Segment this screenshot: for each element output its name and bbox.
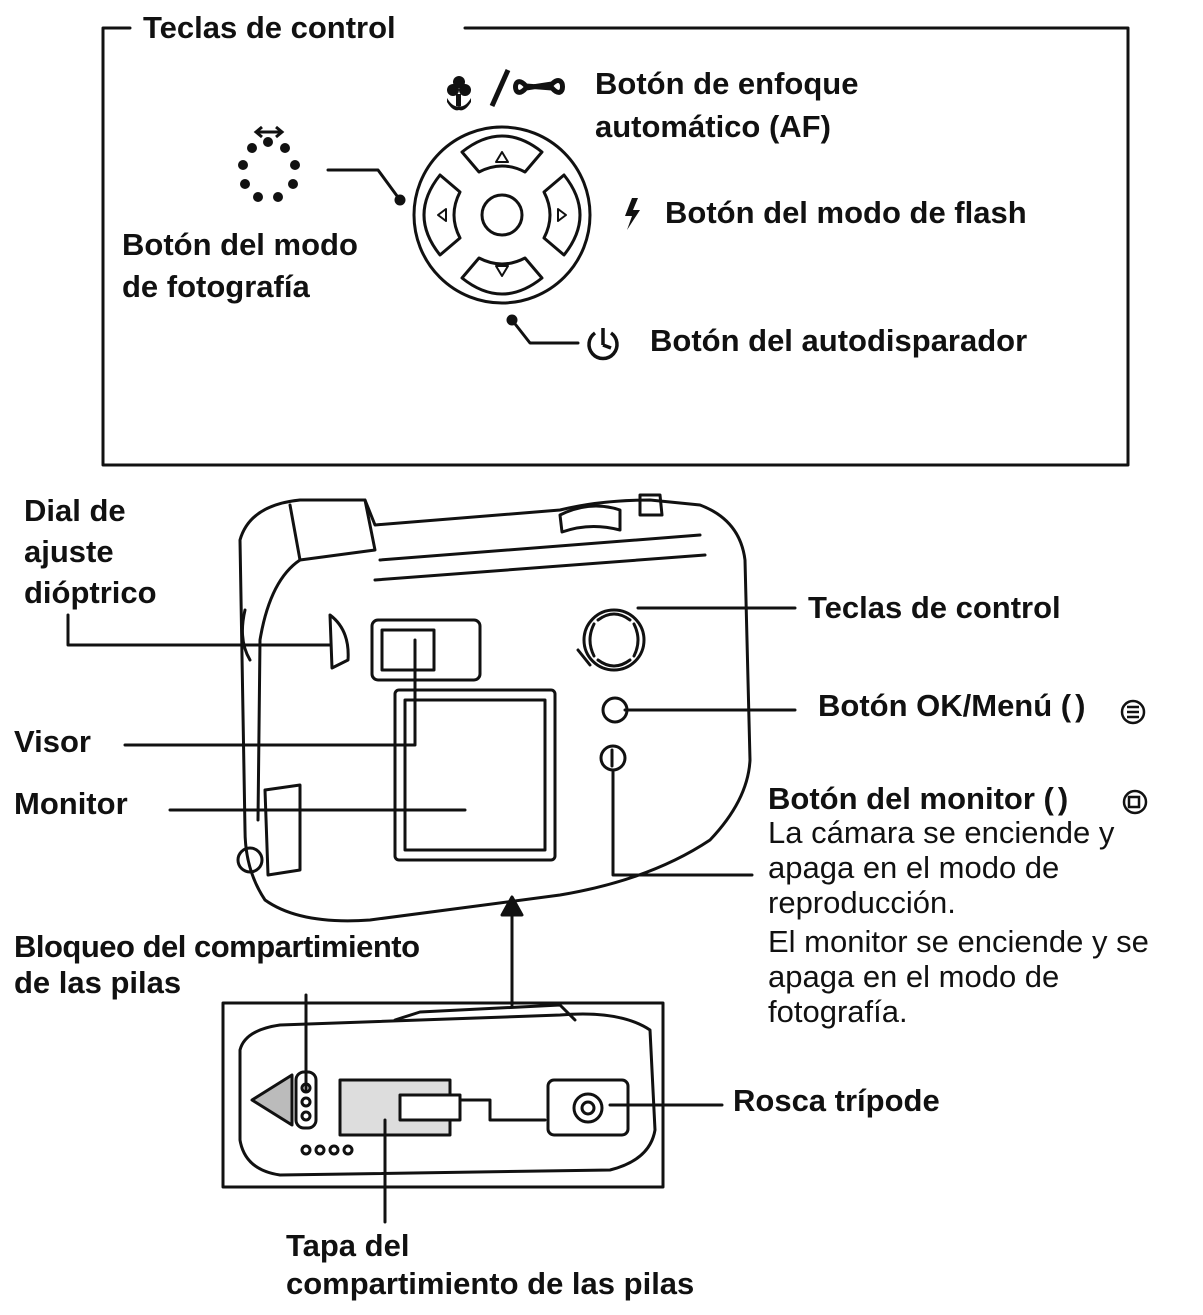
diopter-dial-label-line2: ajuste xyxy=(24,534,114,569)
monitor-button-desc-line1: La cámara se enciende y xyxy=(768,815,1115,850)
ok-menu-label-text: Botón OK/Menú ( xyxy=(818,688,1072,723)
diopter-dial-leader xyxy=(66,613,332,647)
bottom-view-frame xyxy=(221,1001,665,1189)
af-button-label-line2: automático (AF) xyxy=(595,109,831,144)
diopter-dial-label-line3: dióptrico xyxy=(24,575,157,610)
monitor-button-desc-line5: apaga en el modo de xyxy=(768,959,1060,994)
monitor-button-desc-line2: apaga en el modo de xyxy=(768,850,1060,885)
tripod-socket-label: Rosca trípode xyxy=(733,1083,940,1118)
monitor-button-label-text: Botón del monitor ( xyxy=(768,781,1054,816)
monitor-button-leader xyxy=(611,768,754,877)
battery-cover-label-line1: Tapa del xyxy=(286,1228,410,1263)
viewfinder-leader xyxy=(123,638,417,747)
photo-mode-icon xyxy=(238,137,300,202)
self-timer-icon xyxy=(587,328,619,361)
camera-bottom-illustration xyxy=(238,1003,657,1177)
photo-mode-leader xyxy=(326,168,402,202)
monitor-label: Monitor xyxy=(14,786,128,821)
diopter-dial-label-line1: Dial de xyxy=(24,493,126,528)
infinity-icon xyxy=(489,68,565,108)
photo-mode-label-line1: Botón del modo xyxy=(122,227,358,262)
flash-icon xyxy=(625,198,640,230)
panel-title: Teclas de control xyxy=(143,10,396,45)
photo-mode-label-line2: de fotografía xyxy=(122,269,310,304)
af-button-label-line1: Botón de enfoque xyxy=(595,66,859,101)
photo-mode-arrows-icon xyxy=(253,125,285,139)
dpad-illustration xyxy=(412,125,592,305)
monitor-button-label-close: ) xyxy=(1057,781,1069,816)
control-keys-label: Teclas de control xyxy=(808,590,1061,625)
flash-button-label: Botón del modo de flash xyxy=(665,195,1027,230)
self-timer-label: Botón del autodisparador xyxy=(650,323,1028,358)
battery-lock-label-line1: Bloqueo del compartimiento xyxy=(14,929,420,964)
monitor-button-desc-line3: reproducción. xyxy=(768,885,956,920)
monitor-button-desc-line4: El monitor se enciende y se xyxy=(768,924,1149,959)
battery-lock-label-line2: de las pilas xyxy=(14,965,182,1000)
monitor-button-desc-line6: fotografía. xyxy=(768,994,908,1029)
control-keys-panel-frame xyxy=(101,26,1130,467)
self-timer-leader xyxy=(510,318,580,345)
macro-icon xyxy=(447,76,471,111)
ok-menu-label-close: ) xyxy=(1075,688,1086,723)
monitor-icon xyxy=(1122,789,1148,815)
viewfinder-label: Visor xyxy=(14,724,91,759)
ok-menu-label: Botón OK/Menú () xyxy=(818,688,1085,724)
monitor-button-label: Botón del monitor () xyxy=(768,781,1068,817)
camera-back-illustration xyxy=(236,493,752,923)
battery-cover-label-line2: compartimiento de las pilas xyxy=(286,1266,695,1301)
ok-menu-icon xyxy=(1120,699,1146,725)
